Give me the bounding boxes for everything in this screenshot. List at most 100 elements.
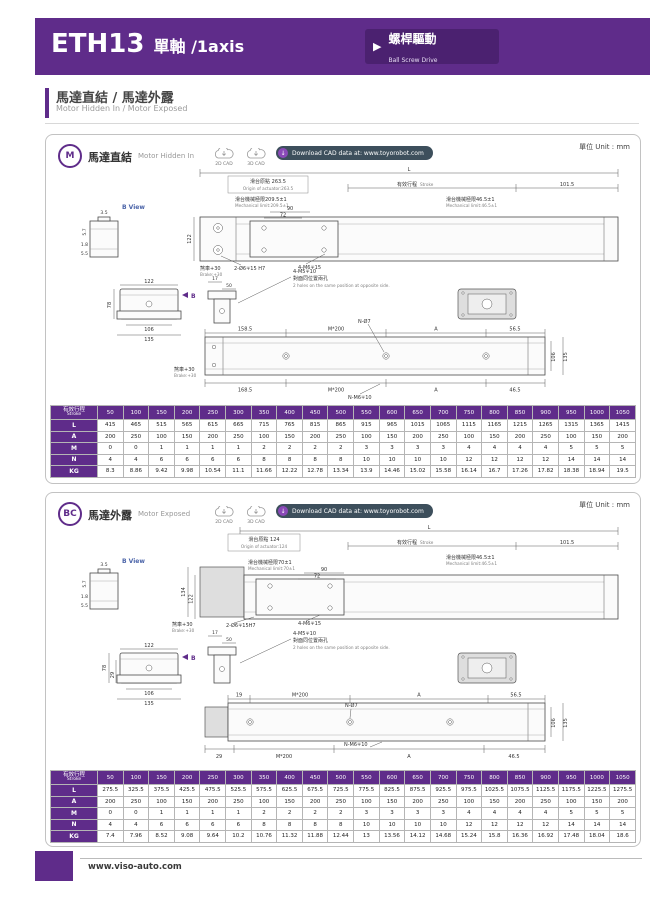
download-cad-text: Download CAD data at: www.toyorobot.com <box>292 149 424 157</box>
cad-2d-button[interactable]: 2D CAD <box>210 502 238 525</box>
table-cell: 2 <box>250 807 278 820</box>
table-header-value: 700 <box>429 770 457 785</box>
table-header-value: 600 <box>378 405 406 420</box>
panel-badge-m: M <box>58 144 82 168</box>
cad-3d-button[interactable]: 3D CAD <box>242 502 270 525</box>
table-cell: 150 <box>378 795 406 808</box>
table-cell: 200 <box>301 795 329 808</box>
table-cell: 7.4 <box>97 830 124 843</box>
download-cad-text: Download CAD data at: www.toyorobot.com <box>292 507 424 515</box>
dim-pitch-bottom: M*200 <box>276 754 292 760</box>
table-cell: 715 <box>250 419 278 432</box>
brake-note-cn: 煞車+30 <box>200 265 221 272</box>
table-cell: 675.5 <box>301 784 329 797</box>
b-view-section: B View 3.5 5.7 1.8 5.5 <box>81 558 145 610</box>
drive-type-badge: ▶ 螺桿驅動 Ball Screw Drive <box>365 29 499 64</box>
table-cell: 14.12 <box>404 830 431 843</box>
table-cell: 150 <box>173 795 201 808</box>
dim-5-5: 5.5 <box>81 251 88 257</box>
table-cell: 6 <box>225 453 252 466</box>
dim-50: 50 <box>226 637 232 643</box>
table-cell: 9.98 <box>173 465 201 478</box>
bottom-view: 19 M*200 A 56.5 N-Ø7 106 135 29 M*200 A <box>204 693 569 760</box>
section-subtitle: Motor Hidden In / Motor Exposed <box>56 104 188 113</box>
table-cell: 4 <box>455 807 483 820</box>
table-cell: 12.22 <box>276 465 303 478</box>
table-cell: 1365 <box>583 419 611 432</box>
cad-2d-label: 2D CAD <box>215 520 233 525</box>
table-header-value: 300 <box>225 405 252 420</box>
table-header-value: 400 <box>276 405 303 420</box>
table-cell: 575.5 <box>250 784 278 797</box>
cloud-icon <box>247 504 266 517</box>
table-cell: 6 <box>225 818 252 831</box>
table-cell: 10.76 <box>250 830 278 843</box>
mech-limit-right-en: Mechanical limit:46.5±1 <box>446 203 497 208</box>
table-cell: 200 <box>609 430 636 443</box>
table-cell: 16.14 <box>455 465 483 478</box>
table-cell: 100 <box>148 795 175 808</box>
table-cell: 9.08 <box>173 830 201 843</box>
table-header-value: 900 <box>532 770 559 785</box>
table-cell: 3 <box>378 442 406 455</box>
download-cad-link[interactable]: ↓ Download CAD data at: www.toyorobot.co… <box>276 146 433 160</box>
dim-right-135: 135 <box>563 352 569 362</box>
row-label: N <box>50 453 98 466</box>
download-icon: ↓ <box>278 148 288 158</box>
m5-hole-note: 4-M5∓10 對面同位置兩孔 2 holes on the same posi… <box>239 631 390 664</box>
table-header-value: 200 <box>173 770 201 785</box>
table-cell: 1315 <box>557 419 585 432</box>
table-header-value: 1050 <box>609 770 636 785</box>
table-cell: 5 <box>583 442 611 455</box>
table-header-value: 500 <box>327 770 355 785</box>
table-header-value: 950 <box>557 405 585 420</box>
table-cell: 10.54 <box>199 465 227 478</box>
table-cell: 1 <box>173 807 201 820</box>
m5-note-3: 2 holes on the same position at opposite… <box>293 283 390 288</box>
table-cell: 625.5 <box>276 784 303 797</box>
table-header-value: 950 <box>557 770 585 785</box>
table-cell: 6 <box>199 818 227 831</box>
table-cell: 19.5 <box>609 465 636 478</box>
table-header-value: 650 <box>404 770 431 785</box>
badge-label-cn: 螺桿驅動 <box>388 31 437 46</box>
table-header-value: 750 <box>455 770 483 785</box>
row-label: A <box>50 430 98 443</box>
bottom-view: 158.5 M*200 A 56.5 N-Ø7 106 135 煞車+30 Br… <box>174 318 569 401</box>
dim-A-top: A <box>417 693 421 699</box>
table-header-value: 350 <box>250 770 278 785</box>
table-cell: 325.5 <box>122 784 150 797</box>
dim-pitch-bottom: M*200 <box>328 388 344 394</box>
table-cell: 7.96 <box>122 830 150 843</box>
footer-website-link[interactable]: www.viso-auto.com <box>88 862 182 872</box>
origin-label-en: Origin of actuator:263.5 <box>243 186 294 191</box>
table-cell: 150 <box>378 430 406 443</box>
table-cell: 12 <box>506 818 534 831</box>
table-cell: 2 <box>276 442 303 455</box>
table-cell: 150 <box>276 795 303 808</box>
table-cell: 4 <box>481 807 508 820</box>
badge-label-en: Ball Screw Drive <box>388 56 438 64</box>
row-label: M <box>50 442 98 455</box>
table-cell: 14 <box>583 453 611 466</box>
table-cell: 150 <box>583 795 611 808</box>
table-cell: 9.64 <box>199 830 227 843</box>
table-cell: 100 <box>557 430 585 443</box>
unit-label: 單位 Unit : mm <box>579 143 630 151</box>
table-cell: 200 <box>97 430 124 443</box>
m5-note-1: 4-M5∓10 <box>293 631 316 637</box>
mech-limit-left-en: Mechanical limit:209.5±1 <box>235 203 289 208</box>
cad-3d-button[interactable]: 3D CAD <box>242 144 270 167</box>
download-cad-link[interactable]: ↓ Download CAD data at: www.toyorobot.co… <box>276 504 433 518</box>
m5-note-2: 對面同位置兩孔 <box>293 637 328 644</box>
mech-limit-right-en: Mechanical limit:46.5±1 <box>446 561 497 566</box>
cloud-icon <box>215 504 234 517</box>
table-cell: 4 <box>455 442 483 455</box>
table-cell: 1075.5 <box>506 784 534 797</box>
table-cell: 12.44 <box>327 830 355 843</box>
cad-2d-button[interactable]: 2D CAD <box>210 144 238 167</box>
